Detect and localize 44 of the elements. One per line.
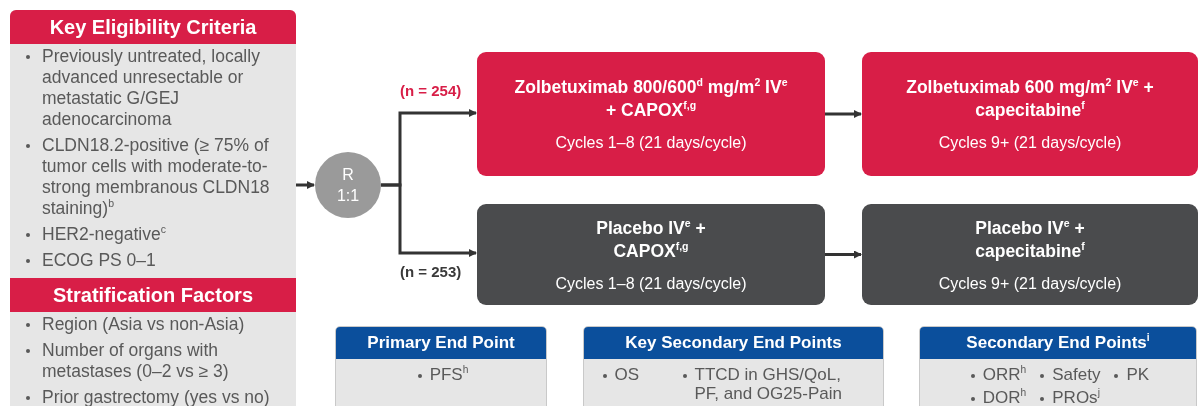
- treatment-box: [862, 204, 1198, 305]
- treatment-box: [477, 52, 825, 176]
- endpoint-item: PROs$^{j}$: [1052, 388, 1100, 406]
- bullet-text: Number of organs with metastases (0–2 vs ≥ 3): [42, 340, 229, 381]
- cycle-text: Cycles 1–8 (21 days/cycle): [555, 274, 747, 293]
- endpoint-panel: [919, 326, 1197, 406]
- endpoint-item: ORR$^{h}$: [982, 365, 1027, 384]
- arrow: [296, 181, 315, 189]
- endpoint-panel: [335, 326, 547, 406]
- sample-size-label: (n = 254): [400, 82, 462, 99]
- cycle-text: Cycles 9+ (21 days/cycle): [938, 274, 1122, 293]
- arrow: [825, 250, 862, 259]
- treatment-title: Zolbetuximab 800/600$^{d}$ mg/m$^{2}$ IV$^{e}$ + CAPOX$^{f,g}$: [513, 76, 789, 122]
- treatment-title: Placebo IV$^{e}$ + capecitabine$^{f}$: [974, 216, 1086, 263]
- treatment-title: Zolbetuximab 600 mg/m$^{2}$ IV$^{e}$ + capecitabine$^{f}$: [905, 76, 1155, 122]
- treatment-box: [862, 52, 1198, 176]
- treatment-title: Placebo IV$^{e}$ + CAPOX$^{f,g}$: [595, 216, 707, 263]
- panel-heading: Key Eligibility Criteria: [10, 10, 296, 44]
- arrow: [381, 183, 477, 257]
- cycle-text: Cycles 9+ (21 days/cycle): [938, 134, 1122, 152]
- criteria-panel: [10, 278, 296, 406]
- bullet-text: Previously untreated, locally advanced unresectable or metastatic G/GEJ adenocarcinoma: [42, 46, 260, 129]
- endpoint-item: Safety: [1052, 365, 1101, 384]
- cycle-text: Cycles 1–8 (21 days/cycle): [555, 134, 747, 152]
- endpoint-panel: [583, 326, 884, 406]
- endpoint-heading: Secondary End Points$^{i}$: [920, 327, 1196, 359]
- panel-heading: Stratification Factors: [10, 278, 296, 312]
- bullet-text: HER2-negative$^{c}$: [42, 224, 166, 244]
- endpoint-item: DOR$^{h}$: [982, 388, 1027, 406]
- randomization-circle: R 1:1: [315, 152, 381, 218]
- criteria-panel: [10, 10, 296, 278]
- endpoint-item: PFS$^{h}$: [429, 365, 469, 384]
- sample-size-label: (n = 253): [400, 263, 462, 280]
- endpoint-heading: Key Secondary End Points: [584, 327, 883, 359]
- treatment-box: [477, 204, 825, 305]
- endpoint-item: TTCD in GHS/QoL, PF, and OG25-Pain: [694, 365, 842, 403]
- bullet-text: ECOG PS 0–1: [42, 250, 156, 270]
- arrow: [825, 110, 862, 118]
- bullet-text: Prior gastrectomy (yes vs no): [42, 387, 270, 406]
- endpoint-heading: Primary End Point: [336, 327, 546, 359]
- endpoint-item: OS: [614, 365, 640, 384]
- bullet-text: Region (Asia vs non-Asia): [42, 314, 245, 334]
- endpoint-item: PK: [1126, 365, 1150, 384]
- bullet-text: CLDN18.2-positive (≥ 75% of tumor cells with moderate-to-strong membranous CLDN18 staining)$^{b}$: [42, 135, 270, 218]
